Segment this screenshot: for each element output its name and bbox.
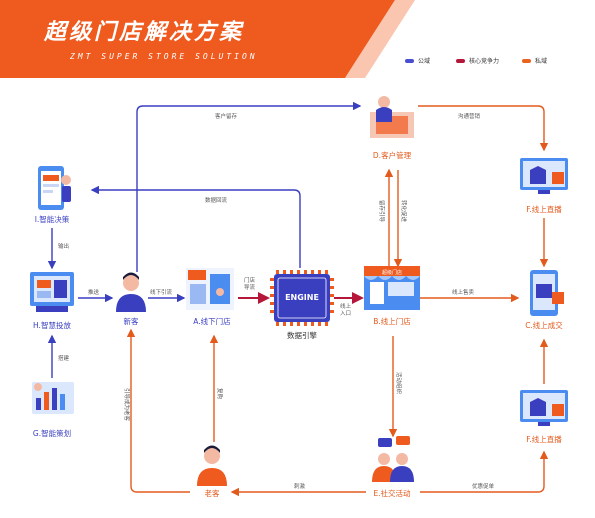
decision-label: I.智能决策	[35, 214, 70, 224]
social-node-icon	[372, 436, 414, 482]
edge-retain-label: 客户留存	[215, 112, 238, 120]
edge-stimulate-label: 刺激	[294, 482, 306, 490]
edge-build-label: 搭建	[58, 354, 70, 362]
planning-node-icon	[32, 382, 74, 414]
new-customer-label: 新客	[124, 316, 139, 326]
edge-data-return-label: 数据回流	[205, 196, 228, 204]
engine-label: 数据引擎	[287, 330, 317, 340]
old-customer-avatar	[197, 445, 227, 486]
legend-public-swatch	[405, 58, 414, 63]
edge-discount-label: 优惠促单	[472, 482, 495, 490]
online-store-node-icon	[364, 266, 420, 310]
customer-mgmt-node-icon	[370, 96, 414, 138]
old-customer-label: 老客	[205, 488, 220, 498]
live-top-label: F.线上直播	[526, 204, 562, 214]
edge-online-sale-label: 线上售卖	[452, 288, 475, 296]
decision-node-icon	[38, 166, 71, 210]
engine-chip-label: ENGINE	[285, 293, 319, 302]
legend-private-label: 私域	[535, 58, 548, 65]
edge-guide-conversion	[126, 328, 190, 493]
edge-push-label: 推送	[88, 288, 100, 296]
edge-retain	[136, 101, 362, 272]
planning-label: G.智能策划	[33, 428, 71, 438]
offline-store-node-icon	[186, 268, 234, 310]
edge-online-entry-label-2: 入口	[340, 310, 351, 317]
edge-to-store-label: 线下引流	[150, 288, 173, 296]
edge-activity-label: 活动组织	[395, 372, 403, 395]
page-subtitle: ZMT SUPER STORE SOLUTION	[70, 52, 258, 61]
live-top-node-icon	[520, 158, 568, 194]
online-store-label: B.线上门店	[373, 316, 411, 326]
header-banner	[0, 0, 415, 78]
online-deal-node-icon	[530, 270, 564, 316]
edge-guide-conversion-label: 引导成为老客	[123, 388, 131, 422]
edge-marketing	[418, 105, 549, 152]
customer-mgmt-label: D.客户管理	[373, 150, 412, 160]
edge-retain-guide-label: 留存引导	[378, 200, 386, 223]
edge-online-entry-label-1: 线上	[340, 302, 352, 310]
edge-repurchase-label: 复购	[216, 388, 224, 400]
offline-store-label: A.线下门店	[193, 316, 231, 326]
new-customer-avatar	[116, 272, 146, 312]
ads-node-icon	[30, 272, 74, 312]
edge-store-guide-label-1: 门店	[244, 276, 256, 284]
legend-core-swatch	[456, 58, 465, 63]
online-deal-label: C.线上成交	[525, 320, 563, 330]
legend-public: 公域	[405, 56, 430, 65]
edge-conversion-label: 转化促进	[400, 200, 408, 223]
edge-output-label: 输出	[58, 242, 69, 250]
legend-public-label: 公域	[418, 58, 431, 65]
edge-store-guide-label-2: 导流	[244, 283, 256, 291]
live-bottom-node-icon	[520, 390, 568, 426]
edge-marketing-label: 沟通营销	[458, 112, 481, 120]
social-label: E.社交活动	[373, 488, 411, 498]
live-bottom-label: F.线上直播	[526, 434, 562, 444]
online-store-sign: 超级门店	[382, 269, 402, 276]
edge-discount	[420, 450, 549, 493]
legend-private: 私域	[522, 56, 547, 65]
legend-private-swatch	[522, 58, 531, 63]
ads-label: H.智慧投放	[33, 320, 71, 330]
page-title: 超级门店解决方案	[44, 20, 245, 45]
edge-data-return	[90, 185, 301, 268]
legend-core-label: 核心竞争力	[469, 58, 500, 65]
legend-core: 核心竞争力	[456, 56, 499, 65]
engine-chip-icon	[270, 270, 334, 326]
